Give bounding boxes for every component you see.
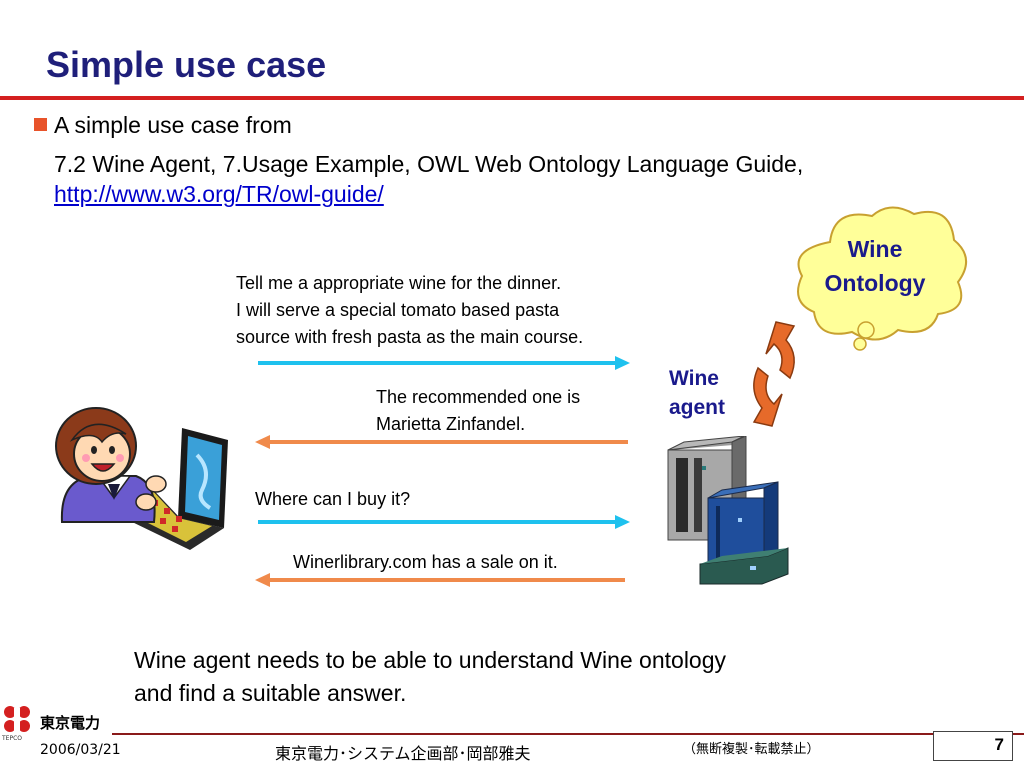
footer-notice: （無断複製･転載禁止）: [683, 742, 820, 757]
wine-agent-label: Wine agent: [669, 364, 725, 422]
response-line: Marietta Zinfandel.: [376, 414, 526, 434]
conclusion-line: Wine agent needs to be able to understan…: [134, 647, 727, 673]
ontology-cloud-icon: [797, 206, 967, 351]
bullet-text: A simple use case from: [54, 112, 292, 138]
user-at-laptop-icon: [55, 407, 228, 550]
request-line: source with fresh pasta as the main cour…: [236, 327, 584, 347]
reference-link[interactable]: http://www.w3.org/TR/owl-guide/: [54, 181, 384, 207]
page-number: 7: [994, 735, 1004, 754]
response-message-2: Winerlibrary.com has a sale on it.: [293, 552, 558, 572]
exchange-arrows-icon: [752, 321, 796, 427]
request-message-1: Tell me a appropriate wine for the dinne…: [236, 270, 583, 351]
agent-label-line: Wine: [669, 367, 719, 390]
footer-divider: [112, 733, 1024, 735]
company-logo-icon: [4, 706, 30, 732]
page-number-box: 7: [933, 731, 1013, 761]
conclusion-text: Wine agent needs to be able to understan…: [134, 644, 726, 710]
ontology-label-line: Wine: [847, 236, 903, 262]
agent-label-line: agent: [669, 396, 726, 419]
company-logo-subtext: TEPCO: [2, 735, 22, 742]
reference-text: 7.2 Wine Agent, 7.Usage Example, OWL Web…: [54, 151, 804, 177]
ontology-label: Wine Ontology: [800, 232, 950, 300]
title-divider: [0, 96, 1024, 100]
request-line: I will serve a special tomato based past…: [236, 300, 560, 320]
server-computer-icon: [667, 436, 789, 585]
slide-title: Simple use case: [46, 44, 327, 85]
dialogue-arrows: [255, 356, 630, 587]
response-arrow-2: [255, 573, 625, 587]
bullet-marker-icon: [34, 118, 47, 131]
ontology-label-line: Ontology: [824, 270, 926, 296]
company-name: 東京電力: [40, 714, 101, 732]
response-line: The recommended one is: [376, 387, 581, 407]
conclusion-line: and find a suitable answer.: [134, 680, 407, 706]
footer-author: 東京電力･システム企画部･岡部雅夫: [275, 744, 531, 763]
request-message-2: Where can I buy it?: [255, 489, 411, 509]
footer-date: 2006/03/21: [40, 742, 121, 758]
response-arrow-1: [255, 435, 628, 449]
request-arrow-1: [258, 356, 630, 370]
response-message-1: The recommended one is Marietta Zinfande…: [376, 384, 580, 438]
request-arrow-2: [258, 515, 630, 529]
request-line: Tell me a appropriate wine for the dinne…: [236, 273, 562, 293]
